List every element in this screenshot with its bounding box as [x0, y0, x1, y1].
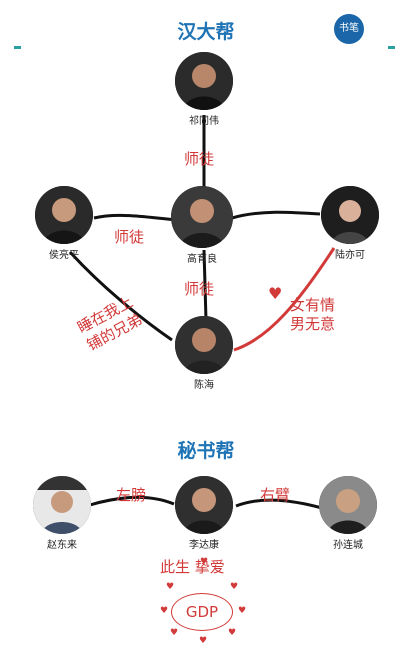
line-hou-chen — [68, 250, 173, 342]
line-zhao-li — [89, 495, 175, 507]
line-hou-gao — [93, 213, 179, 222]
person-name: 陆亦可 — [335, 250, 365, 261]
relation-zhao-li: 左膀 — [116, 486, 147, 504]
heart-icon: ♥ — [199, 636, 208, 646]
line-li-sun — [235, 498, 323, 510]
person-name: 孙连城 — [333, 540, 363, 551]
person-li-dakang: 李达康 — [164, 476, 244, 551]
avatar — [175, 476, 233, 534]
group-title-mishu: 秘书帮 — [177, 440, 235, 462]
avatar — [33, 476, 91, 534]
person-hou-liangping: 侯亮平 — [24, 186, 104, 261]
person-name: 祁同伟 — [189, 116, 219, 127]
avatar — [175, 52, 233, 110]
line-gao-chen — [202, 249, 208, 321]
avatar — [175, 316, 233, 374]
accent-bar-left — [14, 46, 21, 49]
person-zhao-donglai: 赵东来 — [22, 476, 102, 551]
avatar — [35, 186, 93, 244]
relation-gao-chen: 师徒 — [184, 280, 215, 298]
relation-qi-gao: 师徒 — [184, 150, 215, 168]
relation-lu-chen: 女有情 男无意 — [290, 296, 335, 334]
relation-line: 男无意 — [290, 315, 336, 333]
person-name: 李达康 — [189, 540, 219, 551]
person-gao-yuliang: 高育良 — [162, 186, 242, 265]
accent-bar-right — [388, 46, 395, 49]
person-name: 侯亮平 — [49, 250, 79, 261]
heart-icon: ♥ — [160, 606, 169, 616]
line-gao-lu — [231, 210, 321, 220]
person-name: 高育良 — [187, 254, 217, 265]
heart-icon: ♥ — [200, 557, 209, 567]
relation-line: 女有情 — [290, 296, 336, 314]
relation-hou-gao: 师徒 — [114, 228, 145, 246]
heart-icon: ♥ — [170, 628, 179, 638]
person-name: 陈海 — [194, 380, 214, 391]
group-title-handa: 汉大帮 — [177, 21, 235, 43]
person-sun-liancheng: 孙连城 — [308, 476, 388, 551]
heart-icon: ♥ — [268, 284, 283, 303]
person-lu-yike: 陆亦可 — [310, 186, 390, 261]
relation-li-gdp: 此生 挚爱 — [160, 558, 225, 576]
avatar — [321, 186, 379, 244]
gdp-badge: GDP — [171, 593, 233, 631]
publisher-logo: 书笔 — [334, 14, 364, 44]
person-chen-hai: 陈海 — [164, 316, 244, 391]
heart-icon: ♥ — [166, 582, 175, 592]
person-name: 赵东来 — [47, 540, 77, 551]
line-lu-chen — [233, 247, 336, 352]
avatar — [319, 476, 377, 534]
heart-icon: ♥ — [238, 606, 247, 616]
heart-icon: ♥ — [228, 628, 237, 638]
relation-li-sun: 右臂 — [260, 486, 291, 504]
person-qi-tongwei: 祁同伟 — [164, 52, 244, 127]
heart-icon: ♥ — [230, 582, 239, 592]
avatar — [171, 186, 233, 248]
